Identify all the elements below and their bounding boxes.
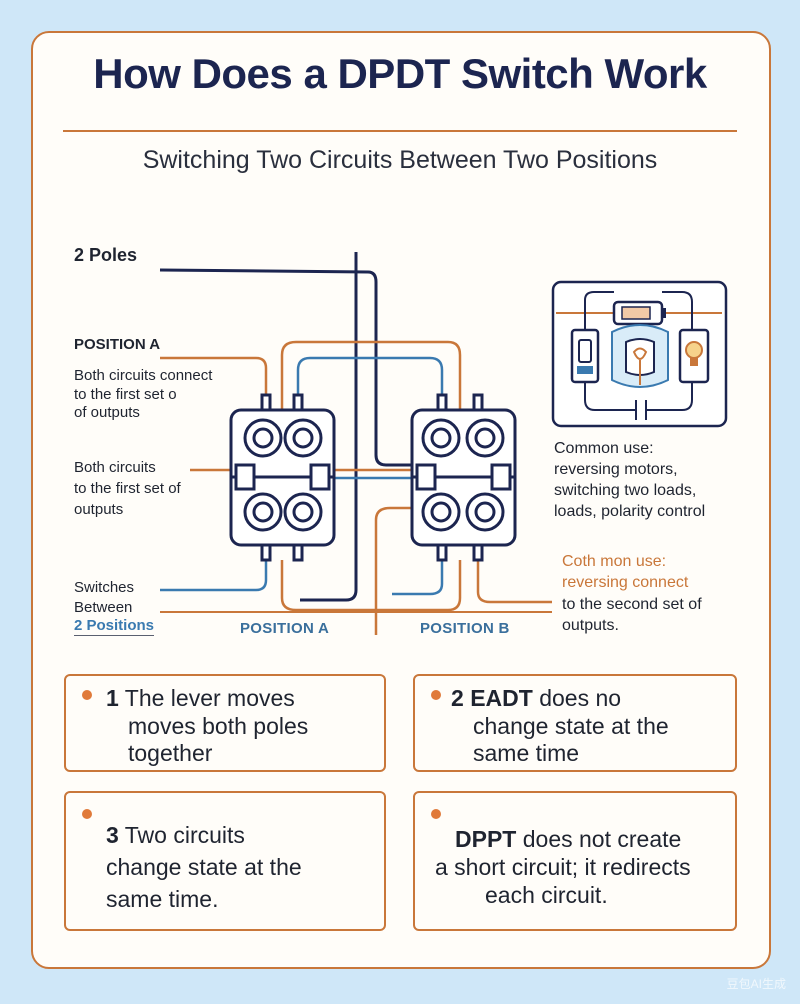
switch-b (410, 393, 517, 562)
page-subtitle: Switching Two Circuits Between Two Posit… (142, 146, 658, 174)
page-title: How Does a DPDT Switch Work (93, 50, 707, 97)
caption-position-a: POSITION A (240, 620, 330, 637)
pole-wire-1 (159, 268, 412, 467)
title-divider (63, 130, 737, 132)
label-switches-line3: 2 Positions (74, 617, 155, 636)
label-switches-line1: Switches (74, 579, 135, 596)
blue-wire-bottom (160, 560, 268, 592)
bullet-dot (431, 809, 441, 819)
label-second-line3: to the second set of (562, 596, 702, 613)
orange-wire-bottom-right (374, 506, 412, 635)
label-position-a-heading: POSITION A (74, 336, 161, 353)
fact-1-line3: together (128, 740, 213, 766)
label-position-a-line1: Both circuits connect (74, 367, 213, 384)
orange-wire-out-right (476, 560, 552, 604)
label-common-line1: Common use: (554, 440, 654, 457)
switch-a (229, 393, 336, 562)
label-switches-line2: Between (74, 599, 133, 616)
bullet-dot (82, 809, 92, 819)
label-common-line2: reversing motors, (554, 461, 678, 478)
blue-wire-top (296, 356, 444, 410)
orange-wire-left-label (160, 356, 268, 410)
watermark: 豆包AI生成 (726, 977, 786, 991)
fact-3-line3: same time. (106, 886, 219, 912)
bullet-dot (431, 690, 441, 700)
label-common-line4: loads, polarity control (554, 503, 706, 520)
fact-3-line2: change state at the (106, 854, 302, 880)
label-position-a-line2: to the first set o (74, 386, 177, 403)
blue-wire-bottom-right (392, 560, 444, 596)
label-second-line1: Coth mon use: (562, 553, 667, 570)
fact-3-line1: 3 Two circuits (106, 822, 245, 848)
label-common-line3: switching two loads, (554, 482, 697, 499)
fact-box-3: 3 Two circuits change state at the same … (64, 791, 386, 931)
fact-4-line3: each circuit. (485, 882, 608, 908)
fact-2-line1: 2 EADT does no (451, 685, 622, 711)
bullet-dot (82, 690, 92, 700)
fact-4-line1: DPPT does not create (455, 826, 682, 852)
pole-wire-2 (300, 252, 358, 602)
caption-position-b: POSITION B (420, 620, 510, 637)
label-mid-line1: Both circuits (74, 459, 156, 476)
fact-2-line2: change state at the (473, 713, 669, 739)
orange-wire-top (280, 340, 462, 410)
label-position-a-line3: of outputs (74, 404, 140, 421)
fact-box-2: 2 EADT does no change state at the same … (413, 674, 737, 772)
label-second-line4: outputs. (562, 617, 619, 634)
fact-box-1: 1 The lever moves moves both poles toget… (64, 674, 386, 772)
orange-wire-bottom-left (280, 560, 462, 612)
label-second-line2: reversing connect (562, 574, 689, 591)
fact-box-4: DPPT does not create a short circuit; it… (413, 791, 737, 931)
label-mid-line2: to the first set of (74, 480, 181, 497)
application-schematic (551, 280, 728, 428)
label-mid-line3: outputs (74, 501, 124, 518)
fact-1-line1: 1 The lever moves (106, 685, 295, 711)
fact-4-line2: a short circuit; it redirects (435, 854, 691, 880)
fact-2-line3: same time (473, 740, 580, 766)
label-poles: 2 Poles (74, 245, 138, 265)
fact-1-line2: moves both poles (128, 713, 309, 739)
